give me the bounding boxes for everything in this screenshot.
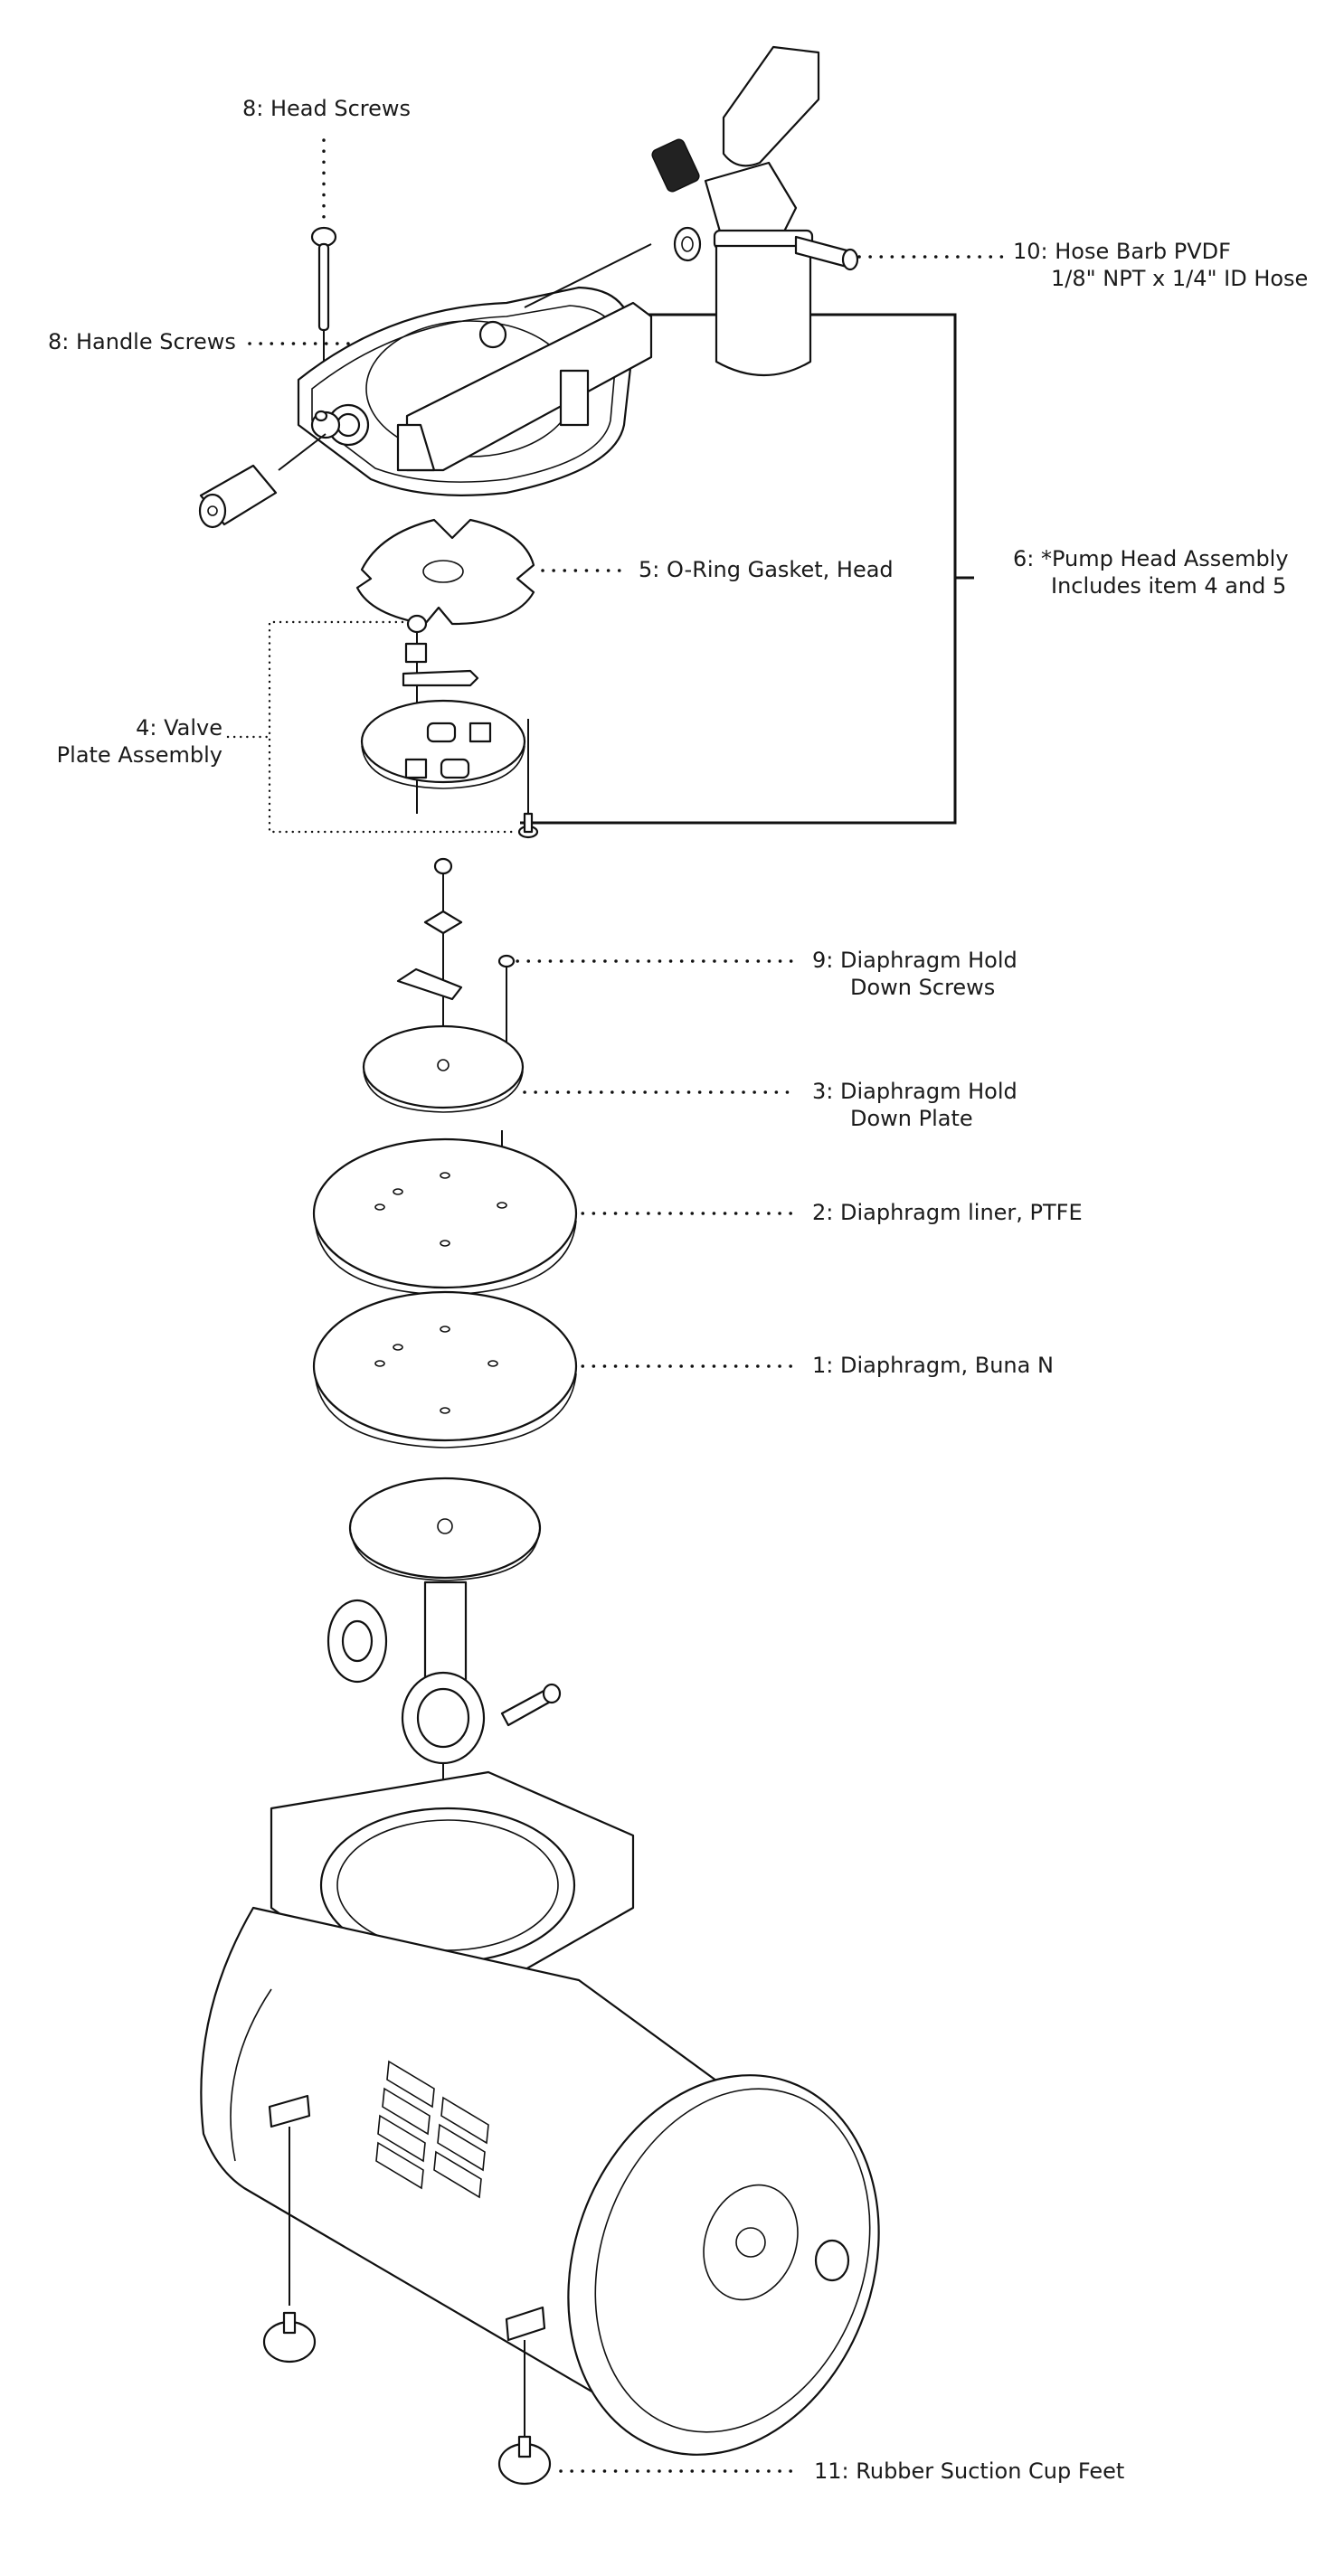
callout-hold-down-plate-line1: 3: Diaphragm Hold (812, 1079, 1017, 1104)
callout-diaphragm: 1: Diaphragm, Buna N (812, 1352, 1054, 1379)
valve-plate-part (360, 614, 539, 839)
connecting-rod-part (327, 1477, 562, 1953)
diaphragm-liner-part (312, 1137, 578, 1296)
callout-valve-plate-assembly: 4: Valve Plate Assembly (57, 714, 222, 769)
callout-o-ring-gasket: 5: O-Ring Gasket, Head (639, 556, 894, 583)
callout-suction-cup-feet: 11: Rubber Suction Cup Feet (814, 2458, 1124, 2485)
callout-hose-barb: 10: Hose Barb PVDF 1/8" NPT x 1/4" ID Ho… (1013, 238, 1308, 292)
callout-head-screws-text: 8: Head Screws (242, 96, 412, 121)
callout-hold-down-screws-line1: 9: Diaphragm Hold (812, 948, 1017, 973)
motor-body-part (200, 1770, 880, 2456)
callout-pump-head-assembly-line1: 6: *Pump Head Assembly (1013, 546, 1289, 571)
leader-lines (226, 138, 1008, 2473)
callout-pump-head-assembly-line2: Includes item 4 and 5 (1051, 573, 1287, 599)
diaphragm-part (312, 1290, 578, 1448)
pump-head-part (297, 286, 653, 496)
callout-handle-screws: 8: Handle Screws (48, 328, 236, 355)
callout-hold-down-plate-line2: Down Plate (850, 1106, 973, 1131)
callout-o-ring-gasket-text: 5: O-Ring Gasket, Head (639, 557, 894, 582)
callout-valve-plate-line1: 4: Valve (136, 715, 222, 741)
gauge-valve-part (524, 45, 859, 376)
hold-down-assembly-part (362, 857, 525, 1203)
callout-diaphragm-hold-down-plate: 3: Diaphragm Hold Down Plate (812, 1078, 1017, 1132)
inlet-fitting-part (198, 433, 327, 529)
callout-diaphragm-liner: 2: Diaphragm liner, PTFE (812, 1199, 1083, 1226)
callout-pump-head-assembly: 6: *Pump Head Assembly Includes item 4 a… (1013, 545, 1289, 599)
callout-hold-down-screws-line2: Down Screws (850, 975, 996, 1000)
callout-diaphragm-text: 1: Diaphragm, Buna N (812, 1353, 1054, 1378)
callout-head-screws: 8: Head Screws (242, 95, 411, 122)
callout-diaphragm-hold-down-screws: 9: Diaphragm Hold Down Screws (812, 947, 1017, 1001)
callout-valve-plate-line2: Plate Assembly (56, 742, 222, 768)
callout-hose-barb-line2: 1/8" NPT x 1/4" ID Hose (1051, 266, 1309, 291)
callout-diaphragm-liner-text: 2: Diaphragm liner, PTFE (812, 1200, 1083, 1225)
leader-valve-plate-bracket (268, 620, 517, 834)
suction-cup-feet-part (262, 2311, 552, 2486)
o-ring-gasket-part (355, 518, 535, 626)
callout-suction-cup-feet-text: 11: Rubber Suction Cup Feet (814, 2458, 1125, 2484)
callout-handle-screws-text: 8: Handle Screws (48, 329, 236, 354)
callout-hose-barb-line1: 10: Hose Barb PVDF (1013, 239, 1231, 264)
